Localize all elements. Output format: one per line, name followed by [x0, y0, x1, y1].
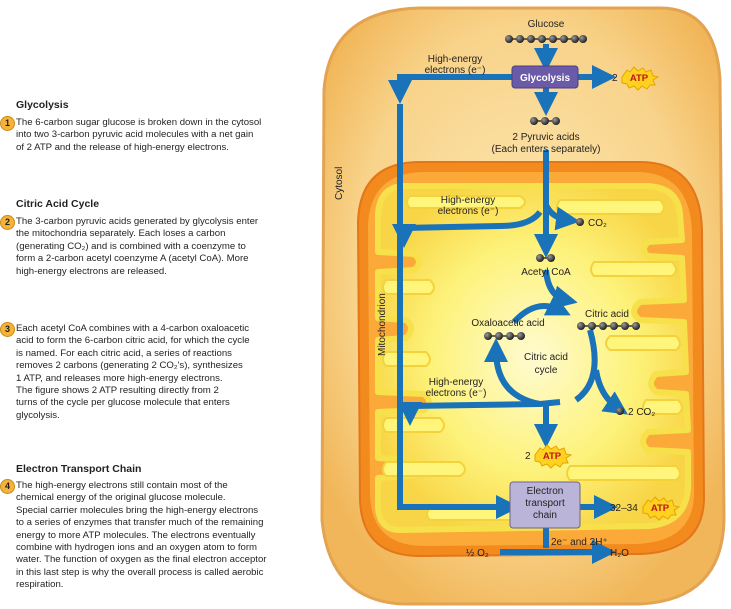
- pyruvic-acid-icon: [530, 117, 560, 125]
- co2-molecule-icon: [576, 218, 584, 226]
- he-electrons-citric-line1: High-energy: [441, 195, 495, 206]
- cytosol-label: Cytosol: [334, 167, 345, 200]
- step-2-title: Citric Acid Cycle: [16, 198, 100, 210]
- step-3-line: 1 ATP, and releases more high-energy ele…: [16, 372, 223, 384]
- etc-label-line2: transport: [525, 498, 565, 509]
- step-4-line: chemical energy of the original glucose …: [16, 492, 226, 504]
- oxaloacetic-acid-icon: [484, 332, 525, 340]
- step-3-badge: 3: [0, 322, 15, 337]
- atp-star-icon: [642, 496, 681, 521]
- step-3-line: acid to form the 6-carbon citric acid, f…: [16, 335, 250, 347]
- electrons-h-label: 2e⁻ and 2H⁺: [551, 537, 608, 548]
- atp-count-cycle: 2: [525, 451, 531, 462]
- step-1-line: of 2 ATP and the release of high-energy …: [16, 141, 229, 153]
- step-4-line: to a series of enzymes that transfer muc…: [16, 517, 264, 529]
- step-4-line: The high-energy electrons still contain …: [16, 480, 228, 491]
- step-2-line: the mitochondria separately. Each loses …: [16, 228, 226, 240]
- step-4-line: energy to more ATP molecules. The electr…: [16, 529, 256, 541]
- atp-label-cycle: ATP: [543, 451, 562, 462]
- two-co2-molecule-icon: [616, 407, 624, 415]
- atp-count-etc: 32–34: [610, 503, 638, 514]
- co2-label: CO₂: [588, 218, 607, 229]
- cycle-label-line1: Citric acid: [524, 352, 568, 363]
- step-2-line: form a 2-carbon acetyl coenzyme A (acety…: [16, 253, 249, 265]
- step-2-text: The 3-carbon pyruvic acids generated by …: [16, 216, 298, 278]
- step-3-text: Each acetyl CoA combines with a 4-carbon…: [16, 323, 298, 422]
- citric-acid-label: Citric acid: [585, 309, 629, 320]
- pyruvic-label-line2: (Each enters separately): [492, 144, 601, 155]
- he-electrons-cycle-line2: electrons (e⁻): [426, 388, 487, 399]
- step-4-line: respiration.: [16, 579, 64, 591]
- he-electrons-citric-line2: electrons (e⁻): [438, 206, 499, 217]
- step-2-badge: 2: [0, 215, 15, 230]
- flow-arrows: [388, 44, 628, 564]
- atp-star-icon: [534, 444, 573, 469]
- two-co2-label: 2 CO₂: [628, 407, 655, 418]
- atp-count-glycolysis: 2: [612, 73, 618, 84]
- atp-star-icon: [621, 66, 660, 91]
- step-3-line: is named. For each citric acid, a series…: [16, 347, 232, 359]
- cycle-label-line2: cycle: [535, 365, 558, 376]
- glucose-molecule-icon: [505, 35, 587, 43]
- step-2-line: The 3-carbon pyruvic acids generated by …: [16, 216, 259, 227]
- oxaloacetic-label: Oxaloacetic acid: [471, 318, 544, 329]
- h2o-label: H₂O: [610, 548, 629, 559]
- glycolysis-label: Glycolysis: [520, 73, 570, 84]
- step-2-line: high-energy electrons are released.: [16, 265, 167, 277]
- step-2-line: (generating CO₂) and is combined with a …: [16, 240, 246, 252]
- step-1-line: into two 3-carbon pyruvic acid molecules…: [16, 129, 254, 141]
- he-electrons-glycolysis-line2: electrons (e⁻): [425, 65, 486, 76]
- step-3-line: The figure shows 2 ATP resulting directl…: [16, 385, 219, 397]
- step-3-line: glycolysis.: [16, 409, 60, 421]
- etc-label-line3: chain: [533, 510, 557, 521]
- electron-transport-chain-box: [509, 481, 581, 529]
- cristae: [382, 195, 683, 521]
- glycolysis-box: [511, 65, 579, 89]
- step-4-line: in this last step is why the overall pro…: [16, 566, 264, 578]
- step-4-text: The high-energy electrons still contain …: [16, 480, 298, 592]
- etc-label-line1: Electron: [527, 486, 564, 497]
- step-4-title: Electron Transport Chain: [16, 463, 142, 475]
- step-4-line: water. The function of oxygen as the fin…: [16, 554, 267, 566]
- step-3-line: turns of the cycle per glucose molecule …: [16, 397, 230, 409]
- he-electrons-glycolysis-line1: High-energy: [428, 54, 482, 65]
- step-4-line: combine with hydrogen ions and an oxygen…: [16, 542, 258, 554]
- he-electrons-cycle-line1: High-energy: [429, 377, 483, 388]
- glucose-label: Glucose: [528, 19, 565, 30]
- step-3-line: Each acetyl CoA combines with a 4-carbon…: [16, 323, 250, 334]
- step-1-badge: 1: [0, 116, 15, 131]
- pyruvic-label-line1: 2 Pyruvic acids: [512, 132, 579, 143]
- citric-acid-icon: [577, 322, 640, 330]
- acetyl-coa-icon: [536, 254, 555, 262]
- acetyl-coa-label: Acetyl CoA: [521, 267, 571, 278]
- step-4-badge: 4: [0, 479, 15, 494]
- step-4-line: Special carrier molecules bring the high…: [16, 504, 259, 516]
- mitochondrion-label: Mitochondrion: [377, 293, 388, 356]
- half-o2-label: ½ O₂: [466, 548, 489, 559]
- step-1-line: The 6-carbon sugar glucose is broken dow…: [16, 117, 262, 128]
- step-1-text: The 6-carbon sugar glucose is broken dow…: [16, 117, 298, 154]
- atp-label-glycolysis: ATP: [630, 73, 649, 84]
- step-1-title: Glycolysis: [16, 99, 69, 111]
- atp-label-etc: ATP: [651, 503, 670, 514]
- step-3-line: removes 2 carbons (generating 2 CO₂'s), …: [16, 360, 243, 372]
